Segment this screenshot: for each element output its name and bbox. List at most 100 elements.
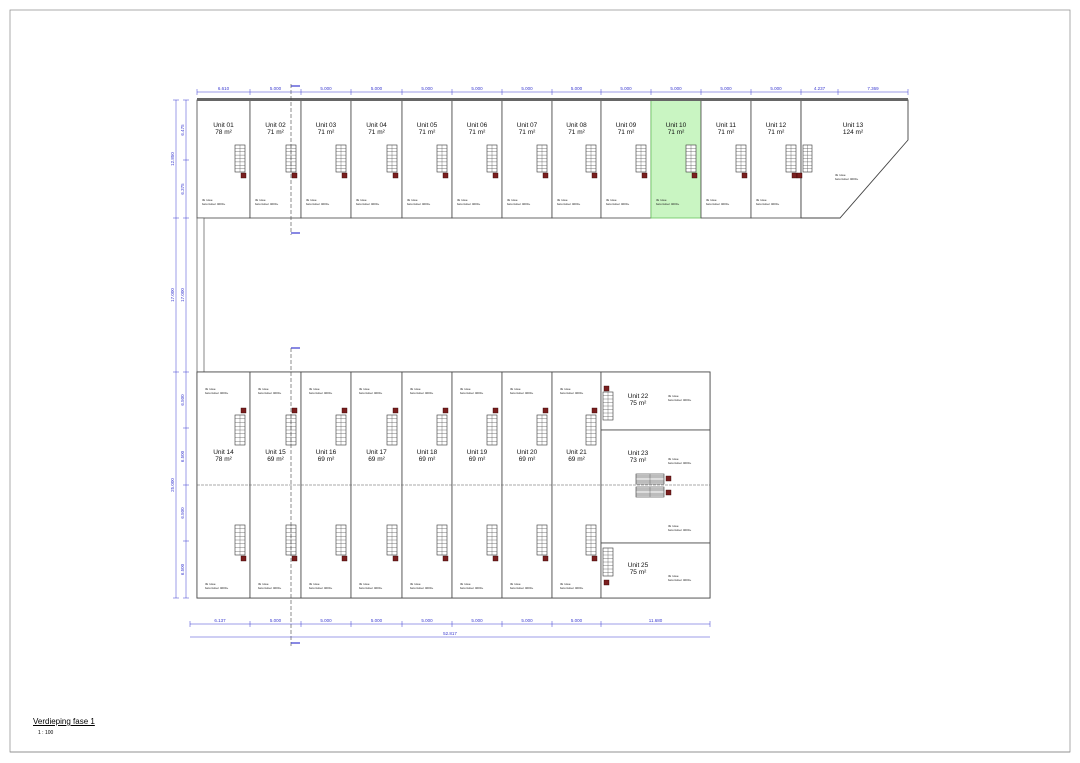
total-dimension-label: 52.817 [443,631,457,636]
shaft-icon [492,407,499,414]
unit-05-name: Unit 05 [417,122,438,129]
shaft-icon [442,172,449,179]
unit-17-area: 69 m² [368,456,385,463]
floor-note: 3k ruwe [407,198,418,202]
shaft-icon [603,579,610,586]
unit-06-area: 71 m² [469,129,486,136]
shaft-icon [240,555,247,562]
unit-23-room[interactable] [600,429,711,544]
unit-17-name: Unit 17 [366,449,387,456]
shaft-icon [392,555,399,562]
dimension-label: 5.000 [270,86,282,91]
floor-note: betonvloer 4000+ [460,391,484,395]
dimension-label: 17.000 [180,288,185,302]
floor-note: 3k ruwe [656,198,667,202]
unit-08-name: Unit 08 [566,122,587,129]
stair-icon [436,414,448,446]
unit-25-name: Unit 25 [628,562,649,569]
floor-note: betonvloer 4000+ [457,202,481,206]
unit-16-area: 69 m² [318,456,335,463]
unit-25-room[interactable] [600,542,711,599]
floor-note: betonvloer 4000+ [255,202,279,206]
unit-15-name: Unit 15 [265,449,286,456]
shaft-icon [603,385,610,392]
unit-22-room[interactable] [600,371,711,431]
floor-note: betonvloer 4000+ [560,391,584,395]
shaft-icon [291,172,298,179]
floor-note: 3k ruwe [460,387,471,391]
dimension-label: 5.000 [471,618,483,623]
floor-note: 3k ruwe [706,198,717,202]
shaft-icon [741,172,748,179]
unit-13-area: 124 m² [843,129,864,136]
stair-icon [335,524,347,556]
unit-12-name: Unit 12 [766,122,787,129]
floor-note: 3k ruwe [510,582,521,586]
floor-note: 3k ruwe [457,198,468,202]
unit-15-area: 69 m² [267,456,284,463]
shaft-icon [665,475,672,482]
floor-note: betonvloer 4000+ [356,202,380,206]
floor-note: betonvloer 4000+ [306,202,330,206]
unit-12-area: 71 m² [768,129,785,136]
unit-09-name: Unit 09 [616,122,637,129]
shaft-icon [796,172,803,179]
floor-note: 3k ruwe [205,582,216,586]
unit-16-name: Unit 16 [316,449,337,456]
floor-note: betonvloer 4000+ [835,177,859,181]
shaft-icon [591,172,598,179]
stair-icon [802,144,813,173]
floor-note: 3k ruwe [756,198,767,202]
stair-icon [585,414,597,446]
stair-icon [234,414,246,446]
floor-note: 3k ruwe [835,173,846,177]
unit-08-area: 71 m² [568,129,585,136]
unit-13-room[interactable] [800,99,909,219]
dimension-label: 6.610 [218,86,230,91]
floor-note: 3k ruwe [668,457,679,461]
floor-note: 3k ruwe [306,198,317,202]
unit-20-area: 69 m² [519,456,536,463]
unit-21-area: 69 m² [568,456,585,463]
dimension-label: 5.000 [320,618,332,623]
unit-05-area: 71 m² [419,129,436,136]
unit-10-area: 71 m² [668,129,685,136]
drawing-scale: 1 : 100 [38,730,54,736]
dimension-label: 6.500 [180,394,185,406]
shaft-icon [542,555,549,562]
floor-note: betonvloer 4000+ [706,202,730,206]
floor-note: betonvloer 4000+ [309,391,333,395]
unit-23-name: Unit 23 [628,450,649,457]
dimension-label: 5.000 [421,618,433,623]
floor-note: betonvloer 4000+ [460,586,484,590]
floor-note: betonvloer 4000+ [359,586,383,590]
stair-icon [486,524,498,556]
floor-note: betonvloer 4000+ [668,578,692,582]
shaft-icon [291,407,298,414]
stair-icon [602,391,614,421]
floor-note: betonvloer 4000+ [205,586,229,590]
floor-note: betonvloer 4000+ [656,202,680,206]
unit-04-area: 71 m² [368,129,385,136]
unit-21-name: Unit 21 [566,449,587,456]
unit-07-name: Unit 07 [517,122,538,129]
floor-note: 3k ruwe [668,574,679,578]
dimension-label: 5.000 [720,86,732,91]
unit-20-name: Unit 20 [517,449,538,456]
shaft-icon [341,172,348,179]
floor-note: 3k ruwe [560,582,571,586]
dimension-label: 5.000 [270,618,282,623]
unit-18-area: 69 m² [419,456,436,463]
floor-note: 3k ruwe [359,387,370,391]
unit-23-area: 73 m² [630,457,647,464]
dimension-label: 6.475 [180,124,185,136]
dimension-label: 5.000 [670,86,682,91]
shaft-icon [392,407,399,414]
floor-note: betonvloer 4000+ [258,586,282,590]
stair-icon [335,414,347,446]
unit-03-area: 71 m² [318,129,335,136]
unit-02-area: 71 m² [267,129,284,136]
unit-13-name: Unit 13 [843,122,864,129]
shaft-icon [492,172,499,179]
unit-03-name: Unit 03 [316,122,337,129]
